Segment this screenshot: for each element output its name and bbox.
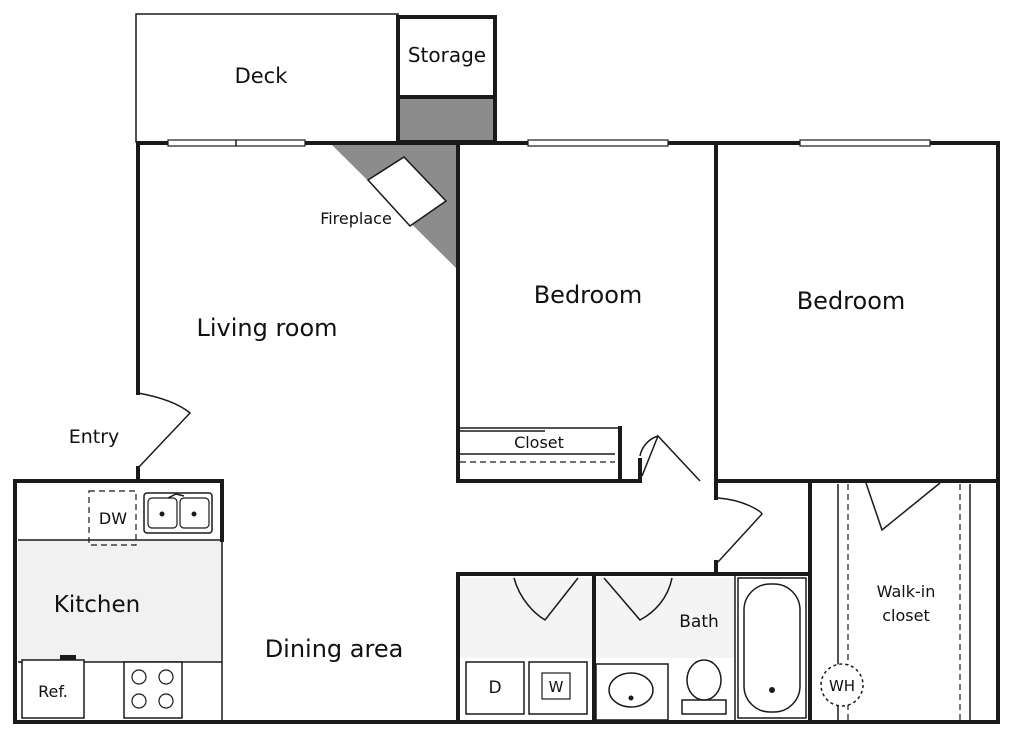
window-bedroom-1 bbox=[527, 139, 669, 147]
walkin-door[interactable] bbox=[865, 482, 941, 532]
bedroom2-door[interactable] bbox=[717, 497, 763, 563]
laundry-door[interactable] bbox=[513, 577, 579, 621]
bedroom1-door[interactable] bbox=[641, 434, 701, 482]
label-walk-in-closet: closet bbox=[882, 606, 929, 625]
label-dining-area: Dining area bbox=[265, 635, 404, 663]
label-storage: Storage bbox=[408, 43, 486, 67]
bath-door[interactable] bbox=[603, 577, 673, 621]
label-bedroom-1: Bedroom bbox=[534, 281, 643, 309]
bath-floor bbox=[596, 578, 734, 658]
burner-icon bbox=[158, 693, 174, 709]
label-fireplace: Fireplace bbox=[320, 209, 392, 228]
faucet bbox=[167, 493, 185, 499]
water-heater bbox=[820, 663, 864, 707]
label-bedroom-2: Bedroom bbox=[797, 287, 906, 315]
label-water-heater: WH bbox=[829, 677, 855, 695]
label-entry: Entry bbox=[69, 426, 120, 448]
laundry-floor bbox=[460, 578, 592, 658]
burner-icon bbox=[158, 669, 174, 685]
label-deck: Deck bbox=[235, 64, 289, 88]
kitchen-floor bbox=[18, 540, 222, 662]
label-dryer: D bbox=[488, 678, 501, 698]
dishwasher bbox=[88, 490, 137, 546]
label-washer: W bbox=[549, 678, 564, 696]
refrigerator bbox=[21, 659, 85, 719]
toilet bbox=[686, 659, 722, 701]
dryer bbox=[465, 661, 525, 715]
burner-icon bbox=[131, 693, 147, 709]
toilet-tank bbox=[681, 699, 727, 715]
drain bbox=[769, 687, 775, 693]
label-refrigerator: Ref. bbox=[38, 682, 68, 701]
label-closet: Closet bbox=[514, 433, 564, 452]
entry-door[interactable] bbox=[137, 392, 192, 469]
fireplace-box bbox=[366, 156, 448, 227]
label-living-room: Living room bbox=[196, 314, 337, 342]
storage-shaded bbox=[400, 99, 493, 140]
sink bbox=[608, 672, 654, 708]
stove bbox=[123, 661, 183, 719]
burner-icon bbox=[131, 669, 147, 685]
label-bath: Bath bbox=[679, 612, 719, 632]
window-bedroom-2 bbox=[799, 139, 931, 147]
label-walk-in: Walk-in bbox=[877, 582, 936, 601]
label-dishwasher: DW bbox=[99, 509, 127, 528]
label-kitchen: Kitchen bbox=[54, 592, 140, 618]
